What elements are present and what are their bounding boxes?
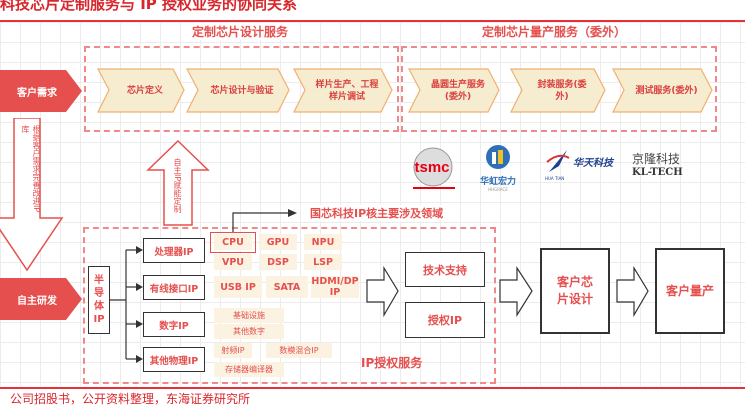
process-step: 测试服务(委外) [612, 68, 713, 113]
top-divider [0, 20, 745, 22]
hhgrace-logo: 华虹宏力 HHGRACE [473, 144, 523, 194]
ip-item-tag: DSP [259, 254, 297, 270]
semiconductor-ip-box: 半导体IP [88, 266, 110, 334]
section-production-heading: 定制芯片量产服务（委外） [476, 23, 633, 40]
process-step-label: 封装服务(委外) [537, 79, 587, 102]
process-step-label: 测试服务(委外) [635, 85, 698, 96]
cpu-highlight [210, 232, 256, 253]
bottom-divider [0, 387, 745, 389]
self-rd-node: 自主研发 [0, 278, 82, 320]
ip-item-tag: GPU [259, 234, 297, 250]
ip-license-box: 授权IP [405, 302, 485, 338]
customer-demand-node: 客户需求 [0, 70, 82, 112]
huatian-text: 华天科技 [573, 158, 613, 169]
ip-item-tag: LSP [304, 254, 342, 270]
process-step-label: 芯片设计与验证 [210, 85, 274, 96]
huatian-en-text: HUA TIAN [545, 176, 565, 181]
self-rd-label: 自主研发 [17, 295, 57, 307]
up-arrow-label: 自主IP赋能定制 [173, 158, 182, 214]
down-arrow-label: 根据客户需求完善改进IP库 [21, 125, 41, 213]
process-step-label: 晶圆生产服务(委外) [430, 79, 485, 102]
production-service-box [401, 46, 717, 132]
ip-category-box: 数字IP [143, 312, 205, 337]
ip-item-tag: NPU [304, 234, 342, 250]
ip-item-tag: 存储器编译器 [214, 362, 284, 377]
down-arrow-icon [0, 118, 64, 272]
page-title: 科技芯片定制服务与 IP 授权业务的协同关系 [0, 0, 298, 13]
ip-item-tag: SATA [266, 276, 308, 298]
up-arrow-icon [146, 140, 210, 226]
svg-text:tsmc: tsmc [414, 159, 449, 176]
kltech-en-text: KL-TECH [632, 167, 683, 178]
ip-service-label: IP授权服务 [361, 356, 423, 370]
ip-category-box: 其他物理IP [143, 347, 205, 372]
process-step-label: 样片生产、工程样片调试 [315, 79, 379, 102]
huatian-logo: 华天科技 HUA TIAN [545, 148, 620, 188]
arrow-to-design-icon [499, 265, 533, 318]
kltech-text: 京隆科技 [632, 152, 681, 166]
ip-item-tag: 其他数字 [214, 324, 284, 339]
customer-mass-production-box: 客户量产 [655, 248, 725, 334]
process-step: 封装服务(委外) [510, 68, 606, 113]
ip-item-tag: HDMI/DP IP [311, 276, 359, 298]
tsmc-logo: tsmc [405, 146, 460, 190]
ip-item-tag: 射频IP [214, 343, 252, 358]
customer-demand-label: 客户需求 [17, 87, 57, 99]
hhgrace-text: 华虹宏力 [479, 177, 516, 187]
design-service-box [84, 46, 399, 132]
process-step: 芯片设计与验证 [186, 68, 290, 113]
arrow-to-production-icon [616, 265, 649, 318]
ip-category-box: 处理器IP [143, 238, 205, 263]
ip-item-tag: 数模混合IP [266, 343, 332, 358]
kltech-logo: 京隆科技 KL-TECH [632, 150, 702, 178]
hhgrace-en-text: HHGRACE [488, 187, 508, 192]
tech-support-box: 技术支持 [405, 252, 485, 287]
ip-category-box: 有线接口IP [143, 275, 205, 300]
customer-chip-design-box: 客户芯片设计 [540, 248, 610, 334]
process-step-label: 芯片定义 [126, 85, 163, 96]
ip-item-tag: VPU [214, 254, 252, 270]
ip-item-tag: USB IP [214, 276, 262, 298]
ip-item-tag: 基础设施 [214, 308, 284, 323]
section-design-heading: 定制芯片设计服务 [186, 23, 295, 40]
process-step: 样片生产、工程样片调试 [293, 68, 393, 113]
ip-item-tag: CPU [214, 234, 252, 250]
source-note: 公司招股书，公开资料整理，东海证券研究所 [10, 392, 251, 406]
process-step: 晶圆生产服务(委外) [408, 68, 500, 113]
arrow-to-services-icon [366, 265, 399, 318]
ip-licensing-box [83, 227, 496, 384]
process-step: 芯片定义 [97, 68, 185, 113]
ip-domain-label: 国芯科技IP核主要涉及领域 [304, 205, 450, 221]
